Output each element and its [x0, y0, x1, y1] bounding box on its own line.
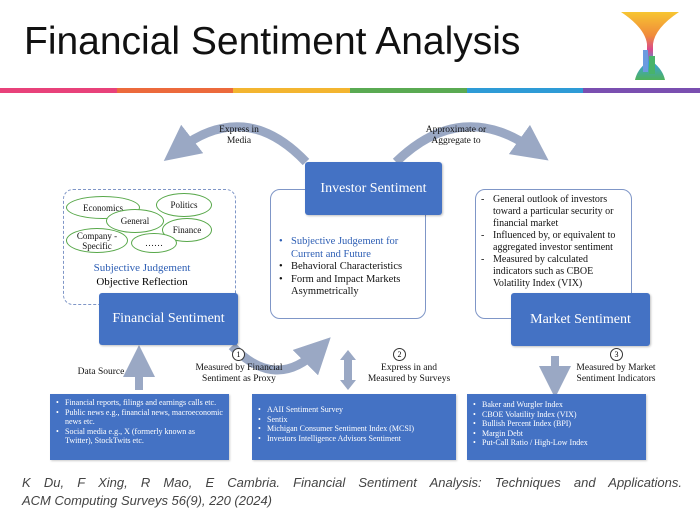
- ellipse-company-specific: Company -Specific: [66, 228, 128, 253]
- arrow-surveys-down: [340, 380, 356, 390]
- source-item: Social media e.g., X (formerly known as …: [56, 427, 223, 446]
- page-title: Financial Sentiment Analysis: [24, 20, 521, 63]
- arc-label-express-in-media: Express in Media: [219, 125, 259, 146]
- survey-item: AAII Sentiment Survey: [258, 405, 450, 415]
- citation-line-2: ACM Computing Surveys 56(9), 220 (2024): [22, 493, 273, 508]
- rainbow-stripe: [583, 88, 700, 93]
- ellipse-politics: Politics: [156, 193, 212, 217]
- objective-reflection-text: Objective Reflection: [96, 276, 188, 288]
- financial-sources-box: Financial reports, filings and earnings …: [50, 394, 229, 460]
- indicator-item: Baker and Wurgler Index: [473, 400, 640, 410]
- indicator-item: Bullish Percent Index (BPI): [473, 419, 640, 429]
- rainbow-stripe: [466, 88, 584, 93]
- market-bullets: General outlook of investors toward a pa…: [481, 194, 629, 290]
- survey-item: Michigan Consumer Sentiment Index (MCSI): [258, 424, 450, 434]
- rainbow-stripe: [116, 88, 234, 93]
- ellipse-general: General: [106, 209, 164, 233]
- arrow-surveys-up: [340, 350, 356, 360]
- measure-number-3: 3: [610, 348, 623, 361]
- survey-item: Sentix: [258, 415, 450, 425]
- arc-express-in-media: [163, 122, 310, 166]
- source-item: Financial reports, filings and earnings …: [56, 398, 223, 408]
- investor-bullet: Form and Impact Markets Asymmetrically: [279, 274, 421, 299]
- source-item: Public news e.g., financial news, macroe…: [56, 408, 223, 427]
- citation: K Du, F Xing, R Mao, E Cambria. Financia…: [22, 474, 682, 510]
- rainbow-stripe: [233, 88, 351, 93]
- surveys-box: AAII Sentiment Survey Sentix Michigan Co…: [252, 394, 456, 460]
- measure-label-1: Measured by Financial Sentiment as Proxy: [195, 363, 283, 384]
- measure-label-3: Measured by Market Sentiment Indicators: [576, 363, 656, 384]
- surveys-list: AAII Sentiment Survey Sentix Michigan Co…: [258, 405, 450, 443]
- indicator-item: Margin Debt: [473, 429, 640, 439]
- financial-sources-list: Financial reports, filings and earnings …: [56, 398, 223, 446]
- measure-number-1: 1: [232, 348, 245, 361]
- investor-bullets: Subjective Judgement for Current and Fut…: [279, 236, 421, 299]
- arc-label-approximate: Approximate or Aggregate to: [425, 125, 487, 146]
- investor-sentiment-node: Investor Sentiment: [305, 162, 442, 215]
- investor-bullet: Behavioral Characteristics: [279, 261, 421, 274]
- investor-bullet: Subjective Judgement for Current and Fut…: [279, 236, 421, 261]
- rainbow-stripe: [0, 88, 117, 93]
- citation-line-1: K Du, F Xing, R Mao, E Cambria. Financia…: [22, 475, 682, 490]
- indicators-list: Baker and Wurgler Index CBOE Volatility …: [473, 400, 640, 448]
- market-bullet: Measured by calculated indicators such a…: [481, 254, 629, 290]
- market-bullet: General outlook of investors toward a pa…: [481, 194, 629, 230]
- measure-label-2: Express in and Measured by Surveys: [367, 363, 451, 384]
- ellipse-ellipsis: ……: [131, 233, 177, 253]
- survey-item: Investors Intelligence Advisors Sentimen…: [258, 434, 450, 444]
- data-source-label: Data Source: [77, 367, 125, 377]
- arc-approximate: [392, 122, 549, 166]
- financial-sentiment-node: Financial Sentiment: [99, 293, 238, 345]
- measure-number-2: 2: [393, 348, 406, 361]
- rainbow-stripe: [350, 88, 467, 93]
- market-bullet: Influenced by, or equivalent to aggregat…: [481, 230, 629, 254]
- funnel-logo-icon: [621, 12, 679, 80]
- indicators-box: Baker and Wurgler Index CBOE Volatility …: [467, 394, 646, 460]
- indicator-item: Put-Call Ratio / High-Low Index: [473, 438, 640, 448]
- indicator-item: CBOE Volatility Index (VIX): [473, 410, 640, 420]
- rainbow-divider: [0, 88, 700, 93]
- subjective-judgement-text: Subjective Judgement: [93, 262, 191, 274]
- market-sentiment-node: Market Sentiment: [511, 293, 650, 346]
